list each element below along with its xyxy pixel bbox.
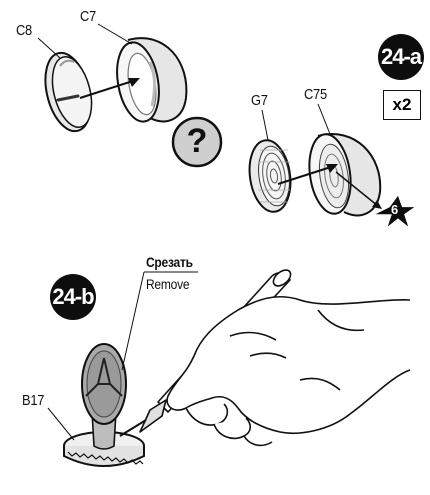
- instruction-cut-ru: Срезать: [146, 254, 193, 270]
- label-c8: C8: [16, 22, 32, 39]
- instruction-remove-en: Remove: [146, 276, 189, 292]
- part-b17-emblem: [64, 344, 144, 466]
- label-c7: C7: [80, 8, 96, 25]
- part-c7-cup: [111, 38, 186, 125]
- question-mark: ?: [173, 117, 221, 165]
- hand-with-knife-illustration: [120, 267, 410, 445]
- part-c75-cup: [305, 132, 381, 217]
- label-b17: B17: [22, 392, 44, 409]
- step-badge-24b: 24-b: [50, 274, 96, 320]
- quantity-box: x2: [383, 90, 421, 120]
- label-g7: G7: [251, 92, 268, 109]
- part-c8-disc: [38, 48, 98, 136]
- part-g7-lens: [245, 138, 295, 215]
- step-badge-24a: 24-a: [378, 34, 424, 80]
- label-c75: C75: [304, 86, 327, 103]
- reference-star-number: 6: [391, 202, 398, 217]
